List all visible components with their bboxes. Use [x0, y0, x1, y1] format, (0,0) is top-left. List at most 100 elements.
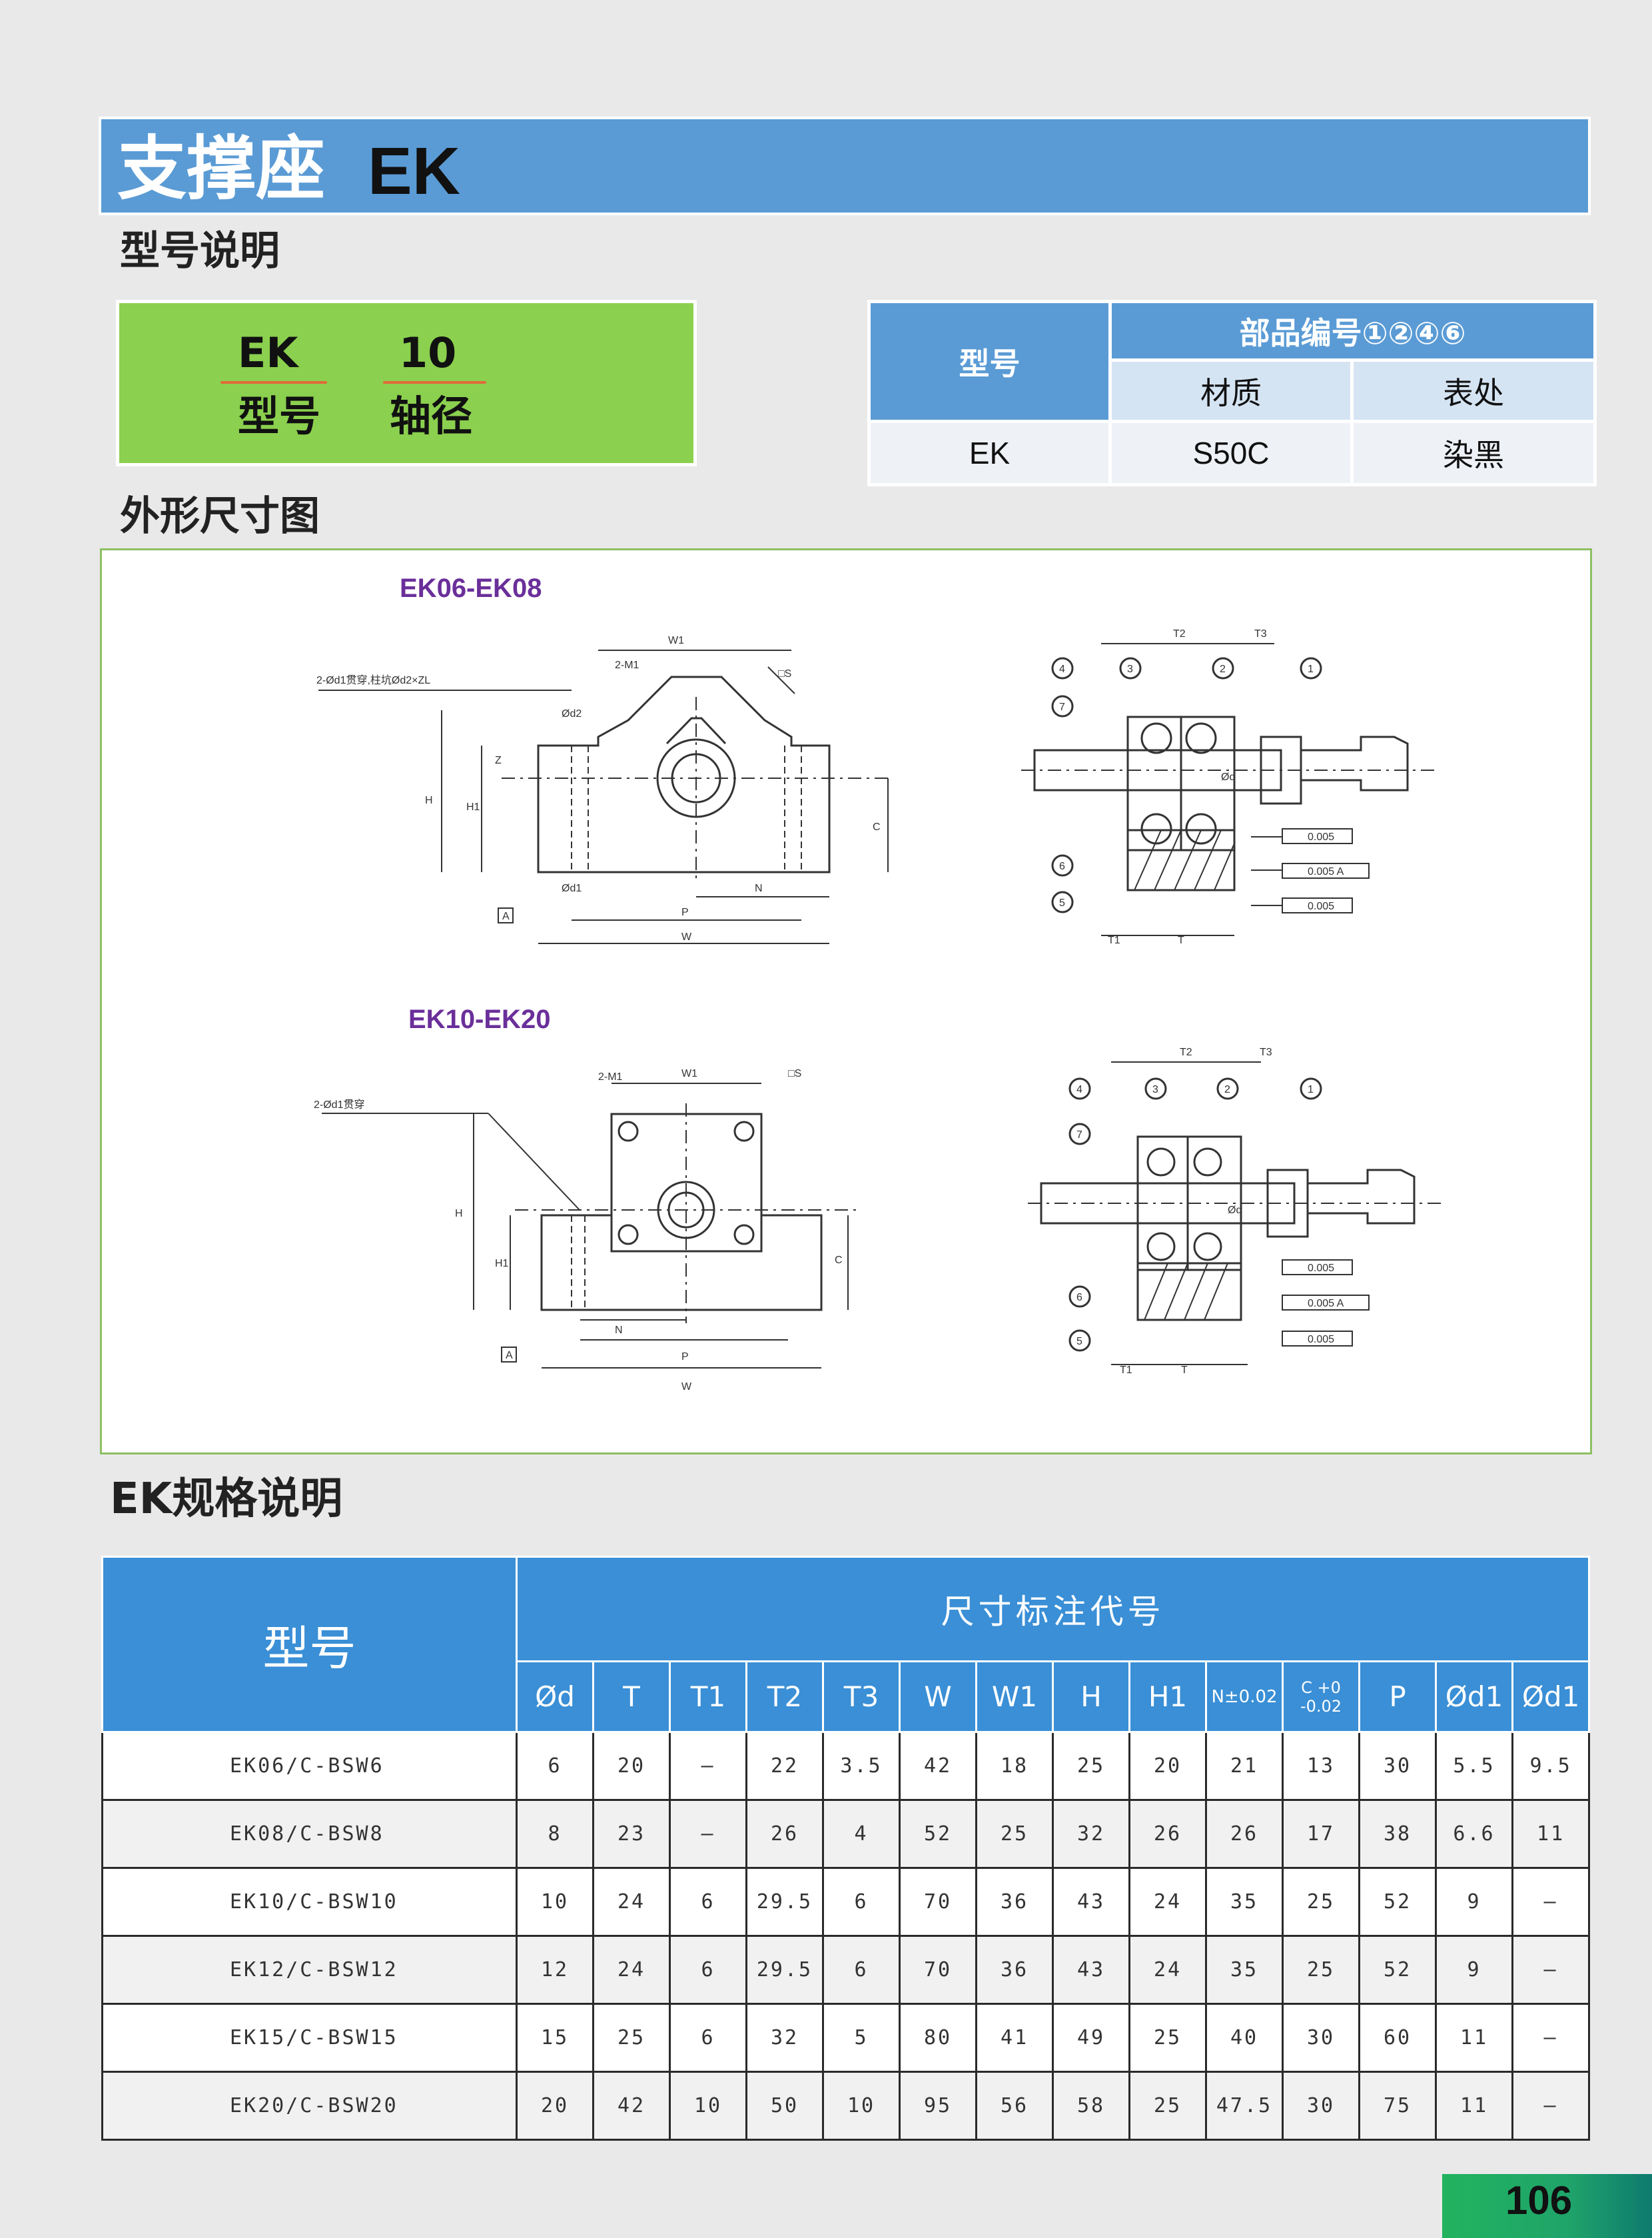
svg-text:6: 6: [1076, 1292, 1082, 1303]
part-row-model: EK: [867, 420, 1112, 486]
spec-cell: 24: [1128, 1867, 1207, 1937]
spec-cell: 11: [1511, 1799, 1591, 1869]
svg-text:A: A: [506, 1350, 513, 1361]
spec-cell: 6: [516, 1731, 594, 1801]
svg-text:Ød: Ød: [1221, 772, 1235, 783]
spec-cell: 32: [1052, 1799, 1130, 1869]
spec-cell: 9: [1435, 1935, 1513, 2005]
spec-cell: —: [669, 1799, 747, 1869]
spec-col-header: W: [899, 1660, 977, 1733]
drawing1-front-view: [318, 650, 889, 944]
spec-cell: —: [1511, 2003, 1591, 2073]
part-row-surface: 染黑: [1350, 420, 1597, 486]
spec-cell: 4: [822, 1799, 901, 1869]
spec-cell: 32: [745, 2003, 824, 2073]
svg-text:7: 7: [1059, 702, 1065, 713]
svg-text:Ød: Ød: [1228, 1205, 1242, 1216]
spec-row-model: EK08/C-BSW8: [101, 1799, 518, 1869]
spec-cell: 25: [1128, 2071, 1207, 2141]
svg-text:P: P: [681, 1351, 689, 1363]
svg-text:H1: H1: [466, 802, 480, 813]
spec-cell: —: [669, 1731, 747, 1801]
part-col-material: 材质: [1108, 358, 1354, 423]
page-title-zh: 支撑座: [117, 128, 326, 209]
spec-cell: 11: [1435, 2071, 1513, 2141]
underline-prefix: [220, 381, 327, 384]
spec-cell: 6: [822, 1935, 901, 2005]
spec-cell: 29.5: [745, 1867, 824, 1937]
spec-cell: 8: [516, 1799, 594, 1869]
spec-cell: 5.5: [1435, 1731, 1513, 1801]
spec-cell: 25: [1052, 1731, 1130, 1801]
spec-cell: 95: [899, 2071, 977, 2141]
spec-col-header: P: [1358, 1660, 1437, 1733]
spec-cell: —: [1511, 2071, 1591, 2141]
spec-cell: 25: [592, 2003, 671, 2073]
part-group-header: 部品编号①②④⑥: [1108, 300, 1597, 362]
spec-section-heading: EK规格说明: [110, 1474, 343, 1524]
spec-cell: 5: [822, 2003, 901, 2073]
underline-number: [383, 381, 486, 384]
svg-text:2-Ød1贯穿: 2-Ød1贯穿: [314, 1099, 364, 1111]
svg-text:W: W: [681, 931, 692, 943]
spec-row-model: EK15/C-BSW15: [101, 2003, 518, 2073]
spec-cell: 10: [669, 2071, 747, 2141]
spec-cell: 3.5: [822, 1731, 901, 1801]
svg-text:7: 7: [1076, 1129, 1082, 1141]
spec-col-header: H: [1052, 1660, 1130, 1733]
spec-cell: 20: [1128, 1731, 1207, 1801]
svg-text:1: 1: [1308, 1084, 1314, 1095]
spec-col-header: Ød: [516, 1660, 594, 1733]
spec-cell: 9.5: [1511, 1731, 1591, 1801]
svg-text:Ød1: Ød1: [562, 883, 582, 894]
svg-text:2: 2: [1220, 664, 1226, 675]
svg-text:H: H: [425, 795, 433, 806]
svg-text:T1: T1: [1108, 935, 1120, 946]
spec-col-header: N±0.02: [1205, 1660, 1284, 1733]
dimension-section-heading: 外形尺寸图: [120, 493, 320, 540]
part-col-surface: 表处: [1350, 358, 1597, 423]
svg-text:Ød2: Ød2: [562, 708, 582, 720]
spec-cell: 52: [899, 1799, 977, 1869]
spec-cell: 42: [592, 2071, 671, 2141]
svg-text:1: 1: [1308, 664, 1314, 675]
spec-row-model: EK10/C-BSW10: [101, 1867, 518, 1937]
svg-text:T: T: [1181, 1365, 1188, 1376]
spec-cell: 75: [1358, 2071, 1437, 2141]
spec-cell: 6: [822, 1867, 901, 1937]
spec-cell: 26: [1205, 1799, 1284, 1869]
spec-cell: 30: [1282, 2003, 1360, 2073]
model-label-number: 轴径: [390, 392, 473, 440]
svg-text:4: 4: [1059, 664, 1065, 675]
svg-text:T3: T3: [1260, 1047, 1272, 1058]
spec-cell: 25: [1128, 2003, 1207, 2073]
part-table: 型号 部品编号①②④⑥ 材质 表处 EK S50C 染黑: [867, 300, 1597, 486]
svg-text:T1: T1: [1120, 1365, 1132, 1376]
spec-cell: 6: [669, 1935, 747, 2005]
svg-text:2: 2: [1224, 1084, 1230, 1095]
drawing2-front-view: [322, 1083, 861, 1369]
spec-cell: 38: [1358, 1799, 1437, 1869]
model-label-prefix: 型号: [238, 392, 321, 440]
spec-col-header: H1: [1128, 1660, 1207, 1733]
spec-row-model: EK06/C-BSW6: [101, 1731, 518, 1801]
svg-text:H1: H1: [495, 1258, 509, 1269]
spec-cell: 56: [975, 2071, 1054, 2141]
spec-col-model: 型号: [101, 1556, 518, 1733]
spec-cell: —: [1511, 1935, 1591, 2005]
svg-text:N: N: [615, 1325, 623, 1336]
title-band: 支撑座 EK: [99, 117, 1591, 215]
svg-text:C: C: [835, 1255, 843, 1266]
svg-text:H: H: [455, 1208, 463, 1219]
spec-cell: 40: [1205, 2003, 1284, 2073]
spec-cell: 15: [516, 2003, 594, 2073]
svg-text:W1: W1: [668, 635, 684, 646]
spec-cell: 6: [669, 1867, 747, 1937]
drawing2-section-view: [1028, 1061, 1441, 1365]
drawing1-section-view: [1021, 643, 1434, 936]
